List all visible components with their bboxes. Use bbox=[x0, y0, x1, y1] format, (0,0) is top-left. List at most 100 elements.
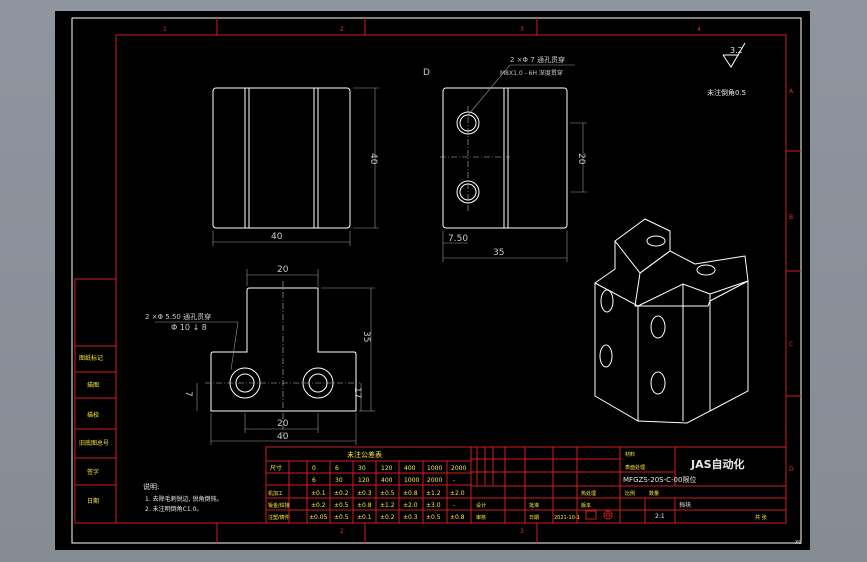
tol-cell: ±0.1 bbox=[357, 514, 372, 521]
tolerance-row: 注塑/铸件 ±0.05 ±0.5 ±0.1 ±0.2 ±0.3 ±0.5 ±0.… bbox=[268, 514, 465, 521]
tolerance-row: 机加工 ±0.1 ±0.2 ±0.3 ±0.5 ±0.8 ±1.2 ±2.0 bbox=[268, 490, 465, 497]
tolerance-table: 未注公差表 尺寸 0 6 30 120 400 1000 2000 6 30 1… bbox=[265, 446, 472, 524]
tolerance-row: 钣金/焊接 ±0.2 ±0.5 ±0.8 ±1.2 ±2.0 ±3.0 - bbox=[268, 502, 455, 509]
version-label: 版本 bbox=[581, 502, 591, 509]
side-view: 2 ×Φ 7 通孔贯穿 M8X1.0 - 6H 深度贯穿 D 20 7.50 3… bbox=[423, 55, 587, 262]
size-to: 30 bbox=[335, 477, 343, 484]
tol-cell: ±0.2 bbox=[334, 490, 349, 497]
tol-cell: ±0.2 bbox=[311, 502, 326, 509]
zone-col-3: 3 bbox=[520, 26, 524, 33]
size-from: 1000 bbox=[427, 465, 442, 472]
top-17-dim: 17 bbox=[352, 387, 362, 398]
sheet-label: 共 张 bbox=[755, 514, 767, 521]
size-to: 120 bbox=[358, 477, 370, 484]
tol-cell: ±0.8 bbox=[357, 502, 372, 509]
company-name: JAS自动化 bbox=[690, 457, 745, 471]
part-name: 挡块 bbox=[679, 501, 691, 509]
tol-cell: ±0.8 bbox=[450, 514, 465, 521]
side-block-label: 旧底图总号 bbox=[79, 439, 109, 447]
notes-heading: 说明: bbox=[143, 482, 159, 491]
approve-label: 批准 bbox=[529, 502, 539, 509]
size-to: 2000 bbox=[427, 477, 442, 484]
zone-col-3-bottom: 3 bbox=[520, 528, 524, 535]
front-width-dim: 40 bbox=[271, 232, 283, 242]
tol-cell: ±1.2 bbox=[426, 490, 441, 497]
projection-symbol-icon bbox=[585, 510, 613, 520]
top-view: 20 2 ×Φ 5.50 通孔贯穿 Φ 10 ↓ 8 35 17 7 20 bbox=[145, 265, 375, 445]
side-block-label: 图纸标记 bbox=[79, 354, 103, 362]
title-block: 表面处理 材料 JAS自动化 MFGZS-20S-C-00限位 挡块 热处理 比… bbox=[470, 446, 787, 524]
side-block-label: 签字 bbox=[87, 468, 99, 476]
treatment-label: 表面处理 bbox=[625, 464, 645, 471]
date-label: 日期 bbox=[529, 515, 539, 521]
front-view: 40 40 bbox=[212, 87, 379, 246]
tol-cell: ±0.1 bbox=[311, 490, 326, 497]
zone-col-1: 1 bbox=[163, 26, 167, 33]
tol-cell: ±0.3 bbox=[403, 514, 418, 521]
tol-cell: ±0.5 bbox=[426, 514, 441, 521]
bottom-40-dim: 40 bbox=[277, 432, 289, 442]
drawing-sheet: 1 2 3 4 2 3 A B C D 图纸标记 bbox=[55, 11, 810, 550]
tol-row-label: 注塑/铸件 bbox=[268, 514, 290, 521]
size-to: 6 bbox=[312, 477, 316, 484]
size-from: 6 bbox=[335, 465, 339, 472]
size-from: 0 bbox=[312, 465, 316, 472]
top-35-dim: 35 bbox=[361, 331, 371, 342]
tol-cell: ±0.05 bbox=[309, 514, 328, 521]
tolerance-title: 未注公差表 bbox=[347, 450, 382, 459]
tol-cell: ±2.0 bbox=[403, 502, 418, 509]
bottom-20-dim: 20 bbox=[277, 419, 289, 429]
size-from: 30 bbox=[358, 465, 366, 472]
zone-col-4: 4 bbox=[697, 26, 701, 33]
tol-cell: ±0.5 bbox=[380, 490, 395, 497]
side-blocks: 图纸标记 描图 描校 旧底图总号 签字 日期 bbox=[74, 278, 117, 524]
size-from: 120 bbox=[381, 465, 393, 472]
date-value: 2021-10-1 bbox=[554, 515, 580, 521]
tol-cell: ±3.0 bbox=[426, 502, 441, 509]
tol-cell: ±2.0 bbox=[450, 490, 465, 497]
side-block-label: 日期 bbox=[87, 497, 99, 505]
size-from: 400 bbox=[404, 465, 416, 472]
material-label: 材料 bbox=[625, 451, 635, 458]
zone-col-2: 2 bbox=[340, 26, 344, 33]
top-20-dim: 20 bbox=[277, 265, 289, 275]
designer-label: 设计 bbox=[476, 502, 486, 509]
zone-col-2-bottom: 2 bbox=[340, 528, 344, 535]
zone-row-d: D bbox=[789, 466, 794, 473]
front-height-dim: 40 bbox=[368, 153, 378, 165]
heat-label: 热处理 bbox=[581, 490, 596, 497]
tol-cell: ±1.2 bbox=[380, 502, 395, 509]
finish-note: 未注倒角0.5 bbox=[707, 88, 746, 97]
notes-line-2: 2. 未注明倒角C1.0。 bbox=[145, 505, 202, 513]
tol-cell: ±0.5 bbox=[334, 502, 349, 509]
size-header: 尺寸 bbox=[270, 464, 282, 472]
size-to: - bbox=[453, 477, 455, 484]
zone-row-c: C bbox=[789, 341, 793, 348]
side-7-5-dim: 7.50 bbox=[448, 234, 468, 244]
tol-cell: ±0.5 bbox=[334, 514, 349, 521]
zone-row-a: A bbox=[789, 88, 794, 95]
side-20-dim: 20 bbox=[576, 153, 586, 165]
scale-label: 比例 bbox=[625, 490, 635, 497]
side-35-dim: 35 bbox=[493, 248, 504, 258]
surface-finish-symbol: 3.2 bbox=[722, 42, 746, 68]
size-from: 2000 bbox=[451, 465, 466, 472]
tol-row-label: 机加工 bbox=[268, 490, 283, 497]
zone-row-b: B bbox=[789, 214, 793, 221]
top-hole-callout-1: 2 ×Φ 5.50 通孔贯穿 bbox=[145, 312, 211, 321]
size-to: 1000 bbox=[404, 477, 419, 484]
quantity-label: 数量 bbox=[649, 490, 659, 497]
tol-cell: ±0.2 bbox=[380, 514, 395, 521]
side-hole-callout-2: M8X1.0 - 6H 深度贯穿 bbox=[500, 69, 563, 77]
drawing-canvas: 1 2 3 4 2 3 A B C D 图纸标记 bbox=[71, 17, 802, 546]
inner-frame bbox=[115, 34, 787, 524]
top-hole-callout-2: Φ 10 ↓ 8 bbox=[171, 323, 207, 332]
scale-value: 2:1 bbox=[655, 513, 665, 520]
tol-cell: - bbox=[453, 502, 455, 509]
tol-cell: ±0.8 bbox=[403, 490, 418, 497]
drawing-number: MFGZS-20S-C-00限位 bbox=[623, 475, 696, 484]
corner-mark: X0 bbox=[795, 540, 802, 546]
side-hole-callout-1: 2 ×Φ 7 通孔贯穿 bbox=[510, 55, 565, 64]
side-block-label: 描校 bbox=[87, 411, 99, 419]
